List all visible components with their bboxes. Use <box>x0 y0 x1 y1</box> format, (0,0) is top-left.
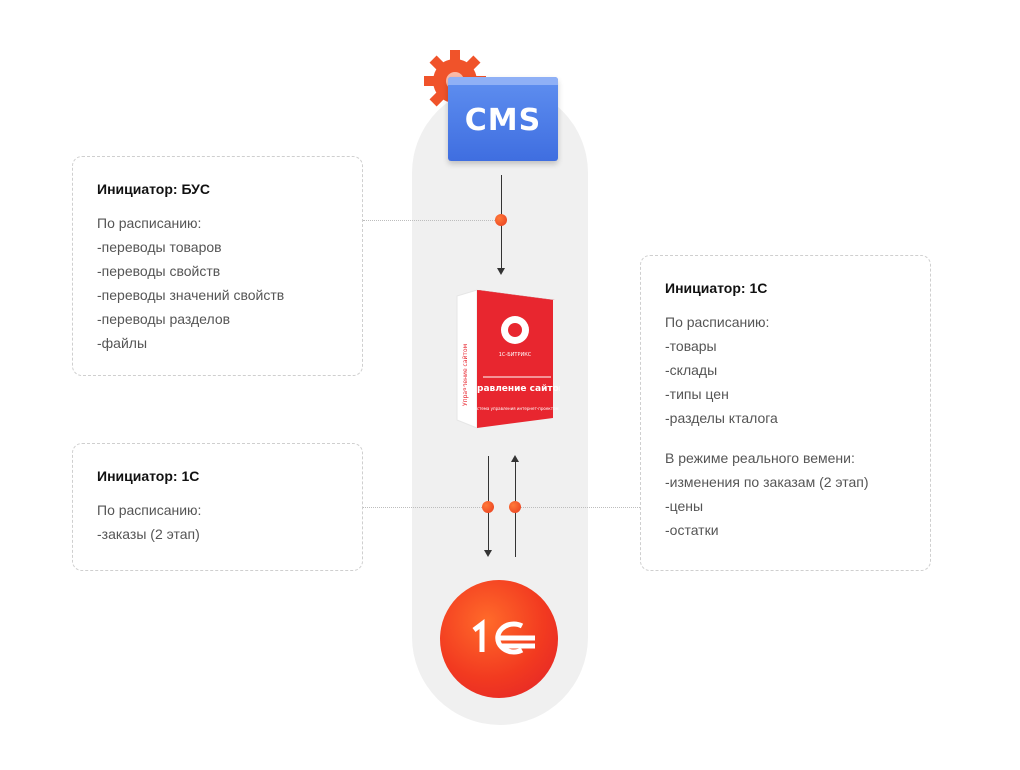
cms-label: CMS <box>464 103 542 138</box>
card-line: -склады <box>665 362 718 378</box>
bitrix-product-box-icon: Управление сайтом 1С-БИТРИКС Управление … <box>456 289 560 429</box>
card-line: В режиме реального вемени: <box>665 450 855 466</box>
info-card-1c-right: Инициатор: 1С По расписанию: -товары -ск… <box>640 255 931 571</box>
arrow-head-up <box>511 455 519 462</box>
connector-dot <box>482 501 494 513</box>
card-title: Инициатор: 1С <box>665 280 768 296</box>
product-box-brand: 1С-БИТРИКС <box>499 352 532 358</box>
product-box-subtitle: Система управления интернет-проектом <box>471 406 558 411</box>
cms-icon: CMS <box>448 77 558 161</box>
card-line: -цены <box>665 498 704 514</box>
card-line: -товары <box>665 338 717 354</box>
info-card-bus: Инициатор: БУС По расписанию: -переводы … <box>72 156 363 376</box>
cms-window-bar <box>448 77 558 85</box>
card-line: -типы цен <box>665 386 729 402</box>
1c-logo-icon <box>440 580 558 698</box>
info-card-1c-left: Инициатор: 1С По расписанию: -заказы (2 … <box>72 443 363 571</box>
card-line: -разделы кталога <box>665 410 778 426</box>
arrow-head-down <box>484 550 492 557</box>
1c-logo-label: 1С <box>440 625 558 626</box>
connector-dot <box>509 501 521 513</box>
card-line: По расписанию: <box>97 215 202 231</box>
card-title: Инициатор: БУС <box>97 181 210 197</box>
arrow-head-down <box>497 268 505 275</box>
connector-dot <box>495 214 507 226</box>
card-line: -переводы значений свойств <box>97 287 285 303</box>
card-line: -переводы разделов <box>97 311 231 327</box>
card-line: -файлы <box>97 335 148 351</box>
connector-1c-right-card <box>521 507 640 508</box>
connector-1c-left-card <box>363 507 482 508</box>
card-line: -заказы (2 этап) <box>97 526 200 542</box>
product-box-title: Управление сайтом <box>464 384 560 394</box>
card-line: -переводы товаров <box>97 239 222 255</box>
product-box-side-text: Управление сайтом <box>462 344 469 406</box>
card-line: По расписанию: <box>97 502 202 518</box>
card-line: -изменения по заказам (2 этап) <box>665 474 869 490</box>
1c-logo-mark <box>472 619 535 655</box>
card-line: -переводы свойств <box>97 263 221 279</box>
card-line: -остатки <box>665 522 719 538</box>
card-line: По расписанию: <box>665 314 770 330</box>
connector-bus-card <box>363 220 495 221</box>
card-title: Инициатор: 1С <box>97 468 200 484</box>
